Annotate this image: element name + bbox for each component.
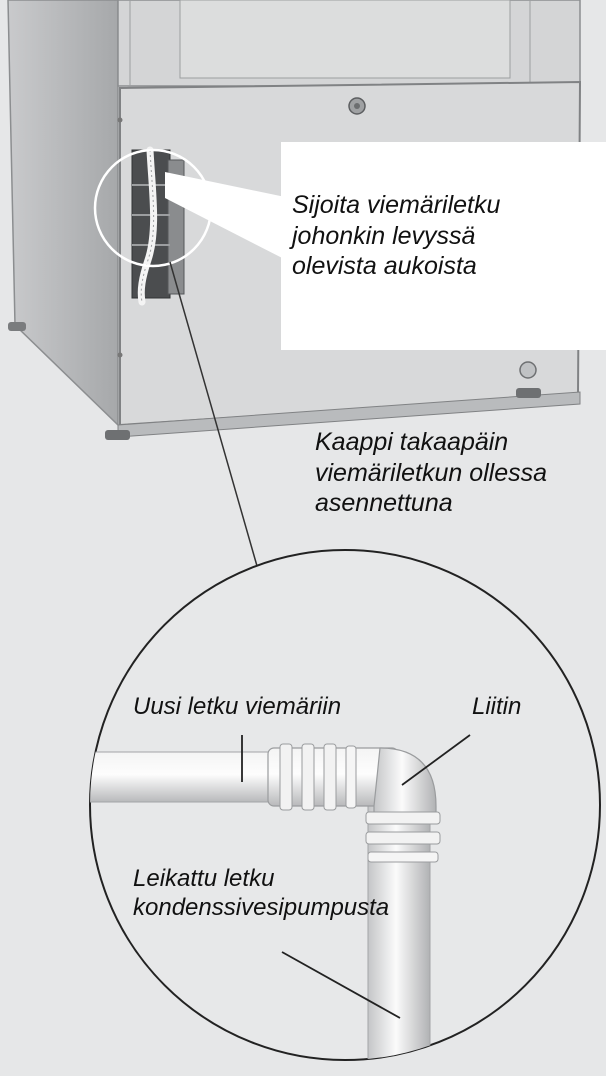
caption-line-3: asennettuna: [315, 488, 547, 519]
callout-text: Sijoita viemäriletku johonkin levyssä ol…: [292, 190, 500, 282]
cabinet-side-panel: [8, 0, 118, 425]
callout-line-1: Sijoita viemäriletku: [292, 190, 500, 221]
rear-view-caption: Kaappi takaapäin viemäriletkun ollessa a…: [315, 427, 547, 519]
callout-line-3: olevista aukoista: [292, 251, 500, 282]
label-cut-hose: Leikattu letku kondenssivesipumpusta: [133, 864, 389, 923]
label-new-hose: Uusi letku viemäriin: [133, 692, 341, 721]
label-connector: Liitin: [472, 692, 521, 721]
cut-hose-line-1: Leikattu letku: [133, 864, 389, 893]
detail-circle: [80, 550, 600, 1076]
caption-line-2: viemäriletkun ollessa: [315, 458, 547, 489]
cabinet-upper-opening: [180, 0, 510, 78]
drain-valve: [520, 362, 536, 378]
callout-line-2: johonkin levyssä: [292, 221, 500, 252]
cut-hose-line-2: kondenssivesipumpusta: [133, 893, 389, 922]
caption-line-1: Kaappi takaapäin: [315, 427, 547, 458]
cabinet-foot: [105, 430, 130, 440]
new-hose: [80, 752, 275, 802]
